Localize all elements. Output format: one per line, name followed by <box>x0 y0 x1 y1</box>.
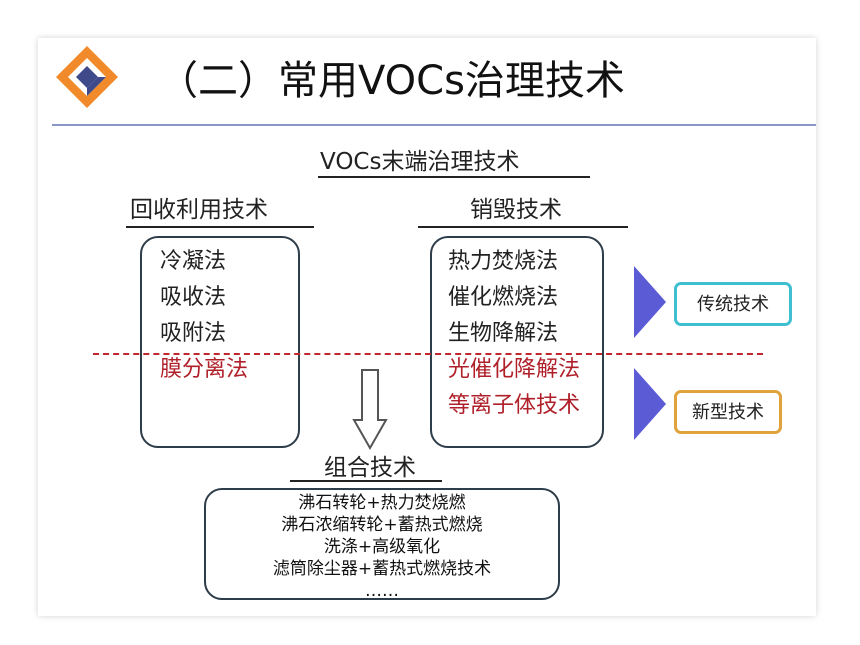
page-title: （二）常用VOCs治理技术 <box>158 58 625 104</box>
combined-heading-underline <box>290 480 442 482</box>
new-tag: 新型技术 <box>674 390 782 434</box>
traditional-new-divider <box>93 353 763 355</box>
destruction-heading-underline <box>418 226 628 228</box>
main-heading-underline <box>318 176 590 178</box>
combined-list: 沸石转轮+热力焚烧燃 沸石浓缩转轮+蓄热式燃烧 洗涤+高级氧化 滤筒除尘器+蓄热… <box>204 492 560 602</box>
slide: （二）常用VOCs治理技术 VOCs末端治理技术 回收利用技术 冷凝法 吸收法 … <box>38 38 816 616</box>
combined-heading: 组合技术 <box>324 455 416 481</box>
recovery-item-condensation: 冷凝法 <box>160 249 227 274</box>
combined-box <box>204 488 560 600</box>
combined-item-2: 沸石浓缩转轮+蓄热式燃烧 <box>281 515 483 535</box>
combined-item-3: 洗涤+高级氧化 <box>323 537 441 557</box>
hollow-down-arrow-icon <box>352 369 388 450</box>
destruction-item-biodegradation: 生物降解法 <box>448 321 559 346</box>
recovery-heading-underline <box>126 226 314 228</box>
combined-item-4: 滤筒除尘器+蓄热式燃烧技术 <box>272 559 492 579</box>
combined-item-1: 沸石转轮+热力焚烧燃 <box>298 493 466 513</box>
destruction-item-thermal: 热力焚烧法 <box>448 249 559 274</box>
destruction-item-plasma: 等离子体技术 <box>448 393 581 418</box>
traditional-pointer-icon <box>634 266 666 338</box>
recovery-item-adsorption: 吸附法 <box>160 321 227 346</box>
recovery-item-absorption: 吸收法 <box>160 285 227 310</box>
diamond-logo-icon <box>56 46 118 108</box>
destruction-item-photocatalytic: 光催化降解法 <box>448 357 581 382</box>
recovery-box <box>140 236 300 448</box>
title-divider <box>52 124 816 126</box>
destruction-list: 热力焚烧法 催化燃烧法 生物降解法 光催化降解法 等离子体技术 <box>448 244 580 424</box>
recovery-list: 冷凝法 吸收法 吸附法 膜分离法 <box>160 244 248 388</box>
main-heading: VOCs末端治理技术 <box>320 149 520 175</box>
new-pointer-icon <box>634 368 666 440</box>
recovery-item-membrane: 膜分离法 <box>160 357 249 382</box>
traditional-tag: 传统技术 <box>674 282 792 326</box>
destruction-item-catalytic: 催化燃烧法 <box>448 285 559 310</box>
combined-item-ellipsis: …… <box>365 581 399 601</box>
destruction-box <box>430 236 604 448</box>
destruction-heading: 销毁技术 <box>470 197 562 223</box>
recovery-heading: 回收利用技术 <box>130 197 268 223</box>
